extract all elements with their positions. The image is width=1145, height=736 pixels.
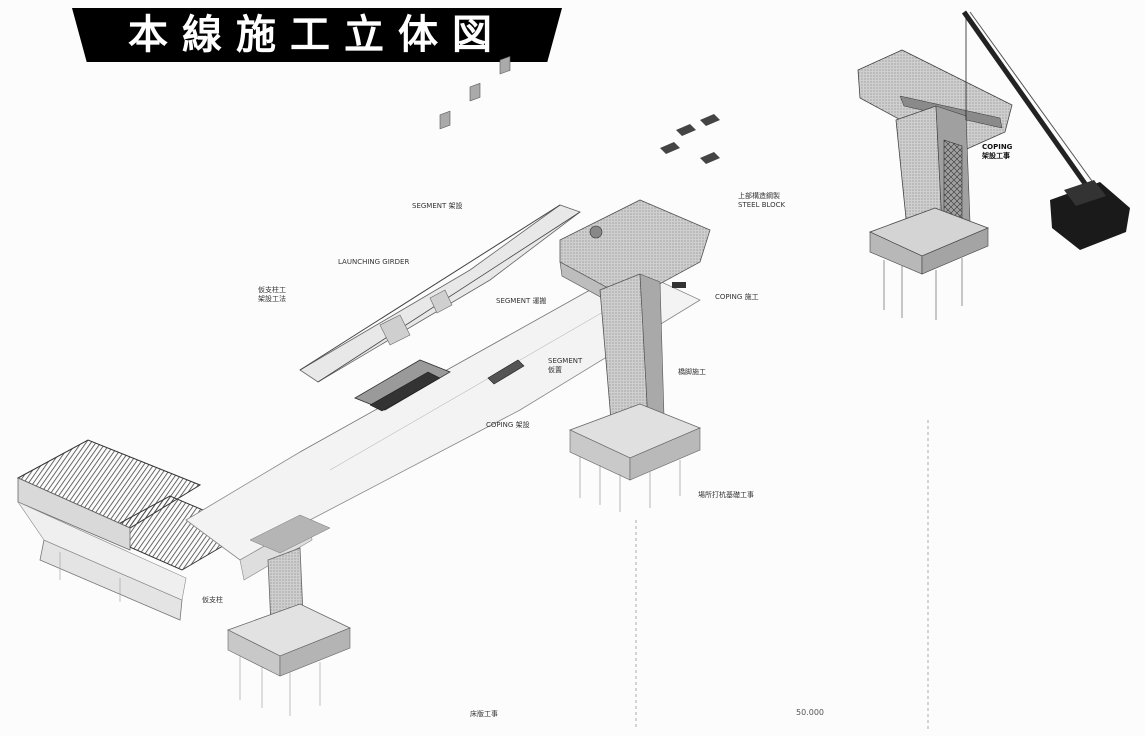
label-deck-work: 床版工事 — [470, 710, 498, 718]
segment-transport — [354, 359, 525, 412]
title-banner: 本線施工立体図 — [72, 8, 562, 62]
label-launching-girder: LAUNCHING GIRDER — [338, 258, 410, 266]
main-pier — [559, 199, 711, 512]
label-pile-foundation: 場所打杭基礎工事 — [698, 491, 754, 499]
coping-crane-inset — [857, 10, 1130, 320]
label-segment-erection: SEGMENT 架設 — [412, 202, 463, 210]
dimension-right: 50.000 — [796, 708, 824, 717]
label-coping-install-small: COPING 架設 — [486, 421, 530, 429]
label-temporary-support: 仮支柱 — [202, 596, 223, 604]
lower-pier — [226, 547, 351, 716]
segment-blocks — [439, 55, 511, 130]
label-steel-block: 上部構造鋼製 STEEL BLOCK — [738, 192, 786, 209]
launching-girder — [299, 55, 581, 383]
steel-blocks — [660, 114, 720, 164]
dimension-guides — [635, 420, 929, 730]
label-segment-transport: SEGMENT 運搬 — [496, 297, 547, 305]
page-title: 本線施工立体図 — [128, 11, 506, 58]
label-coping-construction: COPING 施工 — [715, 293, 759, 301]
label-segment-storage: SEGMENT 仮置 — [548, 357, 583, 374]
label-pier-construction: 橋脚施工 — [678, 368, 706, 376]
label-coping-install-main: COPING 架設工事 — [982, 143, 1013, 160]
label-side-note-left: 仮支柱工 架設工法 — [258, 286, 286, 303]
